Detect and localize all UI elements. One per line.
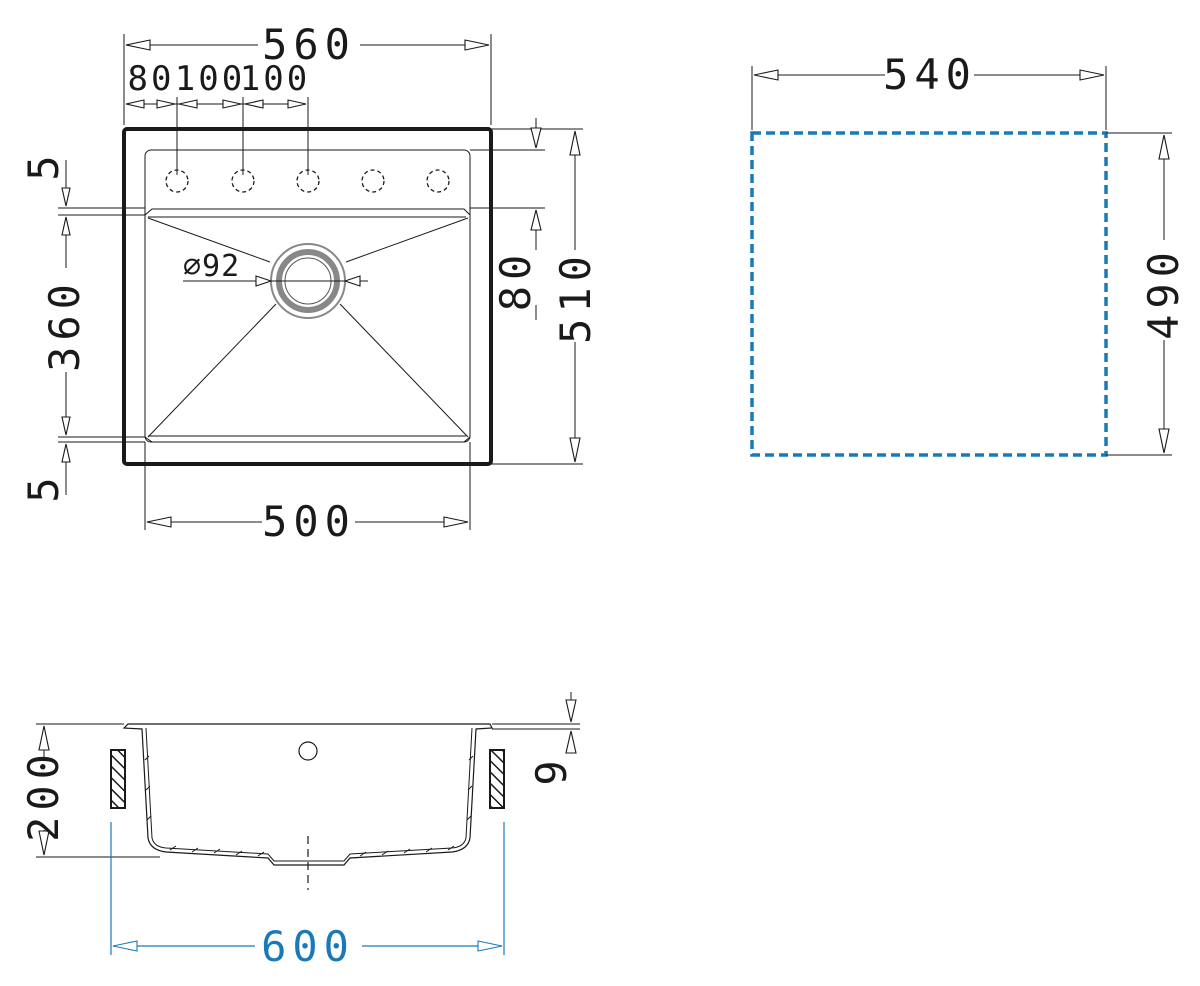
dim-bottom-margin: 5 bbox=[19, 471, 68, 502]
dim-hole-spacing-2: 100 bbox=[175, 59, 245, 99]
bowl-outline bbox=[144, 208, 471, 443]
tap-deck bbox=[144, 149, 471, 443]
dim-drain-offset: 80 bbox=[491, 249, 540, 312]
cutout-view: 540 490 bbox=[750, 50, 1188, 457]
dim-drain-diameter: ∅92 bbox=[183, 249, 240, 284]
cutout-outline bbox=[750, 131, 1108, 457]
sink-section-profile bbox=[122, 723, 493, 866]
dim-bowl-depth: 360 bbox=[40, 278, 89, 372]
dim-hole-spacing-1: 80 bbox=[128, 59, 175, 99]
tap-hole-marker-4 bbox=[361, 169, 385, 193]
dim-rim-thickness: 9 bbox=[527, 754, 576, 785]
dim-sink-height: 200 bbox=[19, 748, 68, 842]
dim-hole-spacing-3: 100 bbox=[240, 59, 310, 99]
dim-bowl-width: 500 bbox=[262, 497, 356, 546]
overflow-hole bbox=[298, 741, 318, 761]
cabinet-side-right bbox=[489, 749, 505, 809]
dim-overall-width: 560 bbox=[262, 20, 356, 69]
dim-top-margin: 5 bbox=[19, 149, 68, 180]
sink-outline bbox=[122, 127, 493, 466]
dim-overall-depth: 510 bbox=[551, 250, 600, 344]
dim-cutout-width: 540 bbox=[883, 50, 977, 99]
top-view: ∅92 560 80 100 100 5 360 5 80 bbox=[19, 20, 600, 546]
section-view: 200 9 600 bbox=[19, 692, 580, 971]
cabinet-side-left bbox=[110, 749, 126, 809]
tap-hole-marker-5 bbox=[426, 169, 450, 193]
dim-cutout-depth: 490 bbox=[1139, 246, 1188, 340]
dim-cabinet-width: 600 bbox=[261, 922, 355, 971]
